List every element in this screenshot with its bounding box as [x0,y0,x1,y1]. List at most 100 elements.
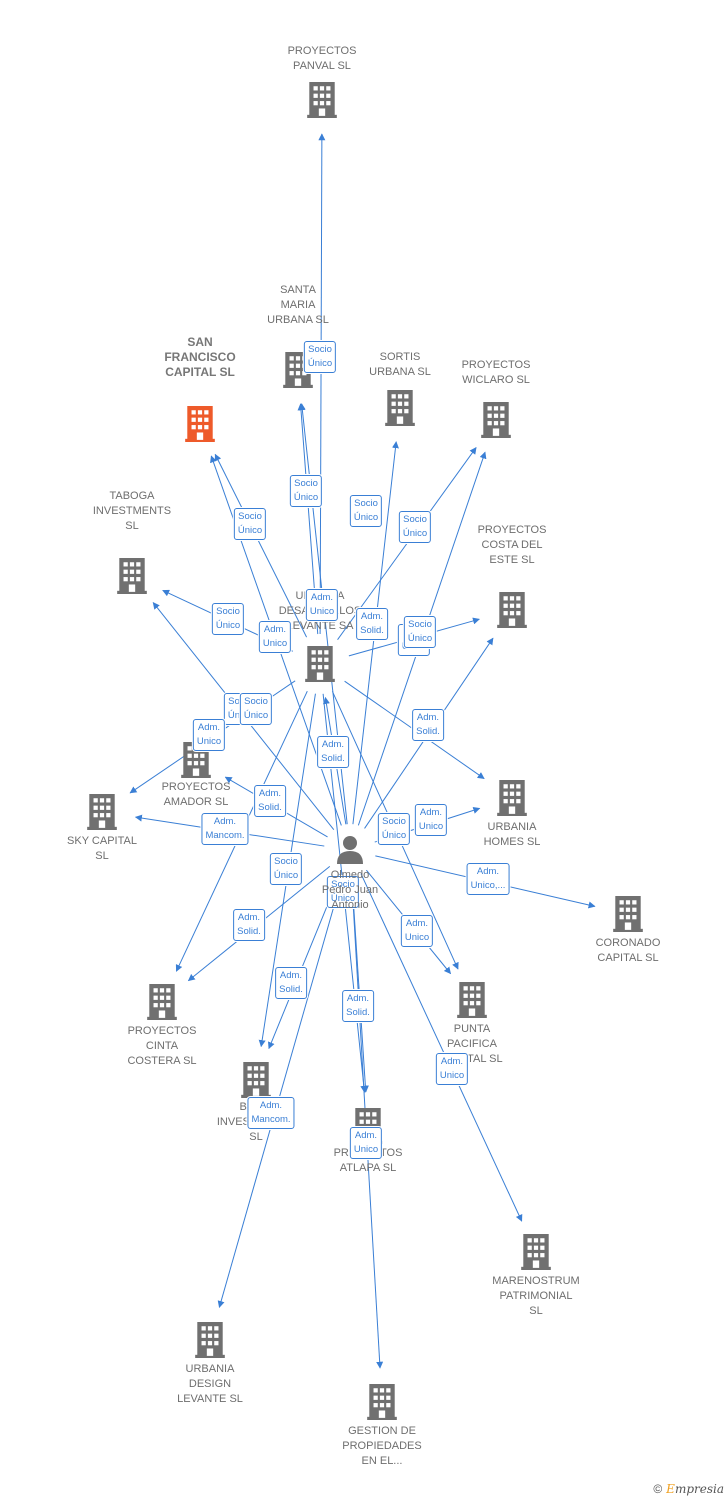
building-icon[interactable] [195,1322,225,1358]
edge-role-label[interactable]: Adm. Solid. [233,909,265,941]
edge-role-line: Solid. [237,926,261,937]
edge-line [217,874,344,1308]
company-name-line: LEVANTE SA [286,620,354,632]
edge-role-label[interactable]: Adm. Unico [192,719,226,751]
company-name-line: SKY CAPITAL [67,835,137,847]
edge-role-line: Solid. [416,726,440,737]
edge-role-label[interactable]: Adm. Unico [435,1053,469,1085]
building-icon[interactable] [307,82,337,118]
edge-role-label[interactable]: Adm.Mancom. [201,813,249,845]
edge-role-line: Socio [216,606,240,617]
edge-role-label[interactable]: Adm. Unico [305,589,339,621]
edge-role-line: Mancom. [251,1114,291,1125]
edge-role-line: Socio [238,511,262,522]
company-name-line: MARENOSTRUM [492,1275,580,1287]
building-icon[interactable] [521,1234,551,1270]
company-name-line: GESTION DE [348,1425,416,1437]
edge-role-label[interactable]: Adm.Solid. [254,785,286,817]
edge-role-line: Único [402,528,428,539]
edge-role-line: Adm. [258,788,282,799]
building-icon[interactable] [87,794,117,830]
building-icon[interactable] [241,1062,271,1098]
edge-role-line: Unico [196,736,222,747]
edge-role-label[interactable]: Adm.Solid. [342,990,374,1022]
company-name-line: CORONADO [595,937,661,949]
edge-role-label[interactable]: Adm.Solid. [317,736,349,768]
person-name-line: Pedro Juan [321,884,379,896]
building-icon[interactable] [497,780,527,816]
edge-role-line: Adm. [321,739,345,750]
edge-role-line: Socio [274,856,298,867]
company-name-line: SL [249,1131,263,1143]
edge-line [337,447,477,640]
edge-role-line: Único [273,870,299,881]
company-name-line: URBANA SL [267,314,329,326]
company-node-sky[interactable]: SKY CAPITAL SL [42,834,162,864]
building-icon[interactable] [481,402,511,438]
edge-role-line: Socio [244,696,268,707]
company-name-line: TABOGA [109,490,155,502]
edge-role-label[interactable]: Adm.Mancom. [247,1097,295,1129]
edge-role-line: Adm. [237,912,261,923]
building-icon[interactable] [613,896,643,932]
building-icon[interactable] [117,558,147,594]
edge-role-label[interactable]: Adm.Unico [414,804,448,836]
edge-role-label[interactable]: Adm.Unico [258,621,292,653]
edge-role-line: Adm. [310,592,334,603]
edge-role-line: Unico [418,821,444,832]
building-icon[interactable] [497,592,527,628]
edge-role-label[interactable]: Adm.Solid. [412,709,444,741]
edge-role-label[interactable]: Adm.Solid. [275,967,307,999]
edge-role-label[interactable]: Adm.Unico [349,1127,383,1159]
building-icon[interactable] [305,646,335,682]
edge-role-line: Adm. [197,722,221,733]
edge-line [214,453,308,638]
company-name-line: SL [95,850,109,862]
person-name-line: Antonio [331,899,369,911]
person-icon [337,836,363,864]
building-icon[interactable] [147,984,177,1020]
building-icon[interactable] [385,390,415,426]
edge-role-line: Unico [262,638,288,649]
company-name-line: URBANIA [487,821,537,833]
edge-role-label[interactable]: Adm.Unico,... [466,863,510,895]
edge-role-line: Unico [439,1070,465,1081]
edge-role-line: Unico [309,606,335,617]
edge-role-line: Adm. [440,1056,464,1067]
building-icon[interactable] [457,982,487,1018]
edge-role-label[interactable]: Adm.Unico [400,915,434,947]
company-name-line: SORTIS [379,351,421,363]
building-icon[interactable] [367,1384,397,1420]
company-name-line: PROYECTOS [477,524,547,536]
company-name-line: PUNTA [453,1023,491,1035]
footer-brand[interactable]: ©Empresia [653,1482,724,1496]
building-icon[interactable] [185,406,215,442]
edge-role-label[interactable]: Adm.Solid. [356,608,388,640]
